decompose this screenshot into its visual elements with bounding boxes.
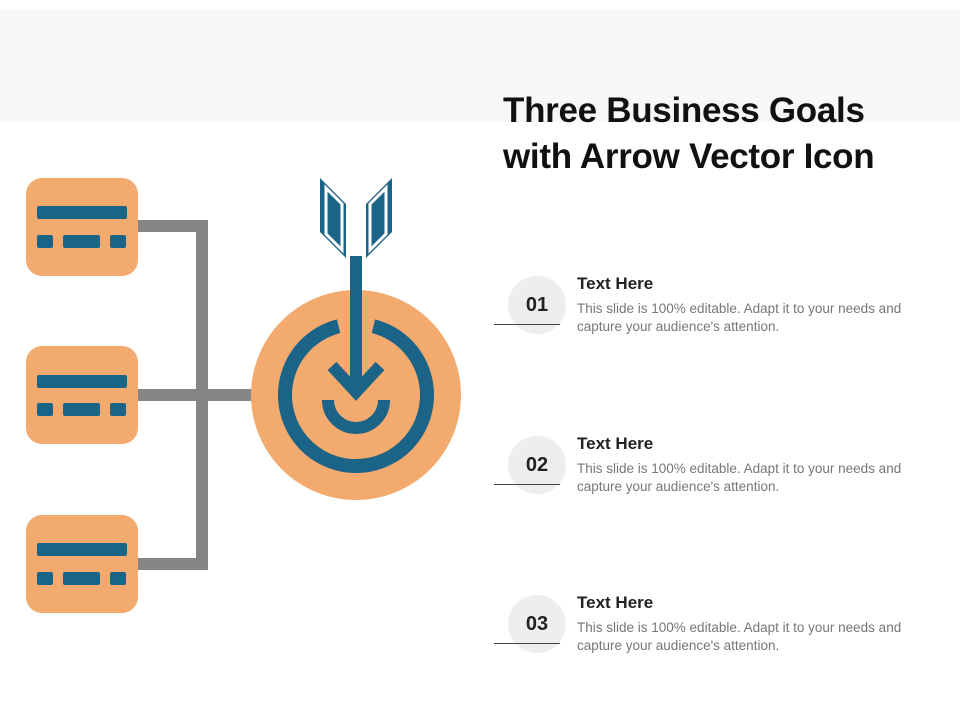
server-card-icon xyxy=(26,515,138,613)
goal-number-underline xyxy=(494,324,560,325)
goal-item-2: 02 Text Here This slide is 100% editable… xyxy=(494,434,934,516)
goal-heading: Text Here xyxy=(577,274,654,293)
goal-description: This slide is 100% editable. Adapt it to… xyxy=(577,620,902,653)
target-arrow-icon xyxy=(251,178,461,500)
goal-item-1: 01 Text Here This slide is 100% editable… xyxy=(494,274,934,356)
goals-diagram xyxy=(26,178,461,613)
goal-heading: Text Here xyxy=(577,593,654,612)
goal-description: This slide is 100% editable. Adapt it to… xyxy=(577,461,902,494)
title-line-2: with Arrow Vector Icon xyxy=(503,137,875,176)
title-line-1: Three Business Goals xyxy=(503,91,865,130)
server-card-icon xyxy=(26,346,138,444)
goal-number-underline xyxy=(494,484,560,485)
goal-number-underline xyxy=(494,643,560,644)
slide-title: Three Business Goals with Arrow Vector I… xyxy=(503,88,953,180)
goal-number-badge: 01 xyxy=(508,276,566,334)
goal-item-3: 03 Text Here This slide is 100% editable… xyxy=(494,593,934,675)
goal-number-badge: 03 xyxy=(508,595,566,653)
goal-description: This slide is 100% editable. Adapt it to… xyxy=(577,301,902,334)
goal-heading: Text Here xyxy=(577,434,654,453)
connector-lines xyxy=(136,220,260,570)
goal-number-badge: 02 xyxy=(508,436,566,494)
header-band xyxy=(0,10,960,122)
server-card-icon xyxy=(26,178,138,276)
